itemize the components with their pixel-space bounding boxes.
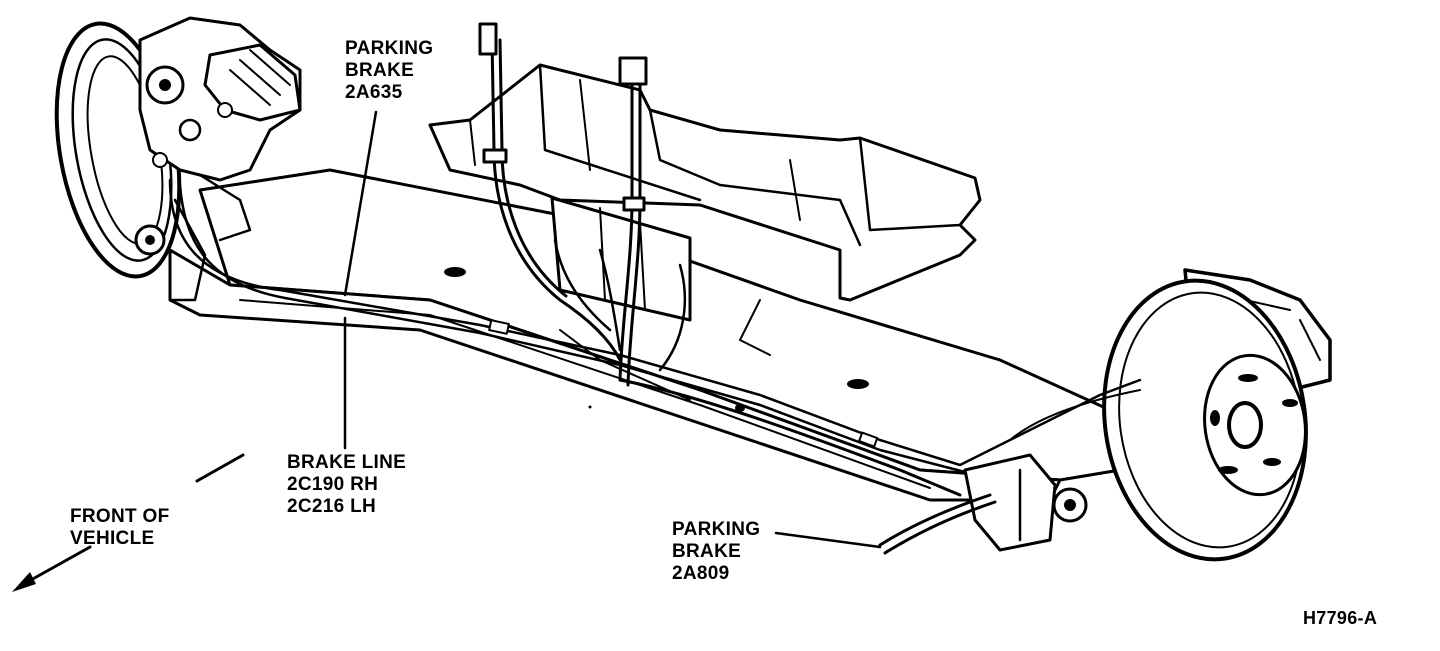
label-line: FRONT OF [70,506,170,527]
left-brake-assembly [54,16,302,302]
label-line: 2A809 [672,563,730,584]
label-line: VEHICLE [70,528,155,549]
right-axle-bracket [963,453,1088,552]
label-line: BRAKE LINE [287,452,407,473]
leader-lines [12,110,882,592]
front-of-vehicle-label: FRONT OF VEHICLE [70,506,170,550]
axle-beam [168,168,1122,502]
brake-line-label: BRAKE LINE 2C190 RH 2C216 LH [287,452,406,518]
label-line: 2C216 LH [287,496,376,517]
label-line: 2C190 RH [287,474,379,495]
label-line: BRAKE [345,60,415,81]
parking-brake-cables [478,22,997,555]
parking-brake-2a809-label: PARKING BRAKE 2A809 [672,519,760,585]
brake-lines [168,178,1142,474]
label-line: 2A635 [345,82,403,103]
parking-brake-rear-leader [774,531,882,549]
label-line: PARKING [672,519,761,540]
label-line: PARKING [345,38,434,59]
right-brake-assembly [1102,268,1332,562]
front-arrow-head [12,572,36,592]
figure-id: H7796-A [1303,608,1378,628]
tank-tray [428,63,982,322]
parking-brake-2a635-label: PARKING BRAKE 2A635 [345,38,433,104]
label-line: BRAKE [672,541,742,562]
front-arrow-shaft-upper [195,453,245,483]
parking-brake-front-leader [343,110,378,297]
